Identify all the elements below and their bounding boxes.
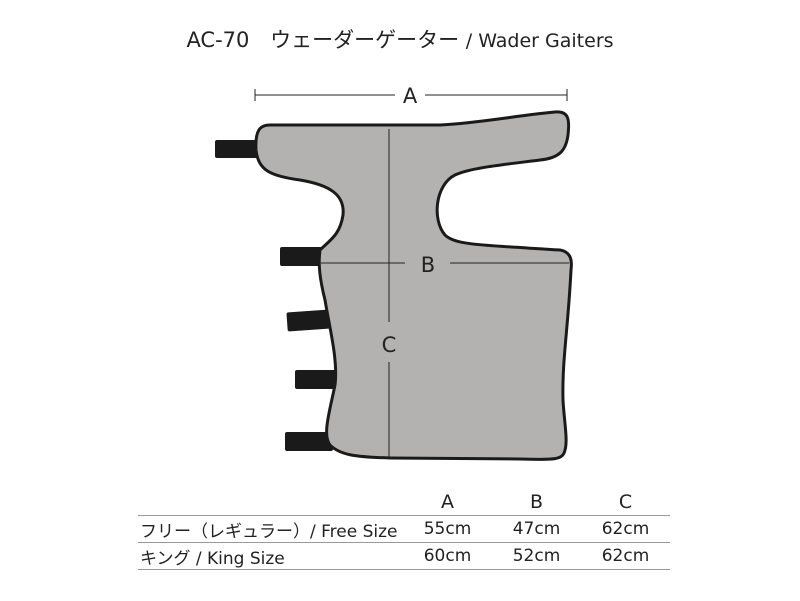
value-a: 60cm (403, 542, 492, 570)
value-b: 52cm (492, 542, 581, 570)
header-a: A (441, 491, 454, 513)
table-header: A B C (138, 489, 670, 516)
page-title: AC-70 ウェーダーゲーター / Wader Gaiters (0, 24, 800, 54)
size-label: フリー（レギュラー）/ Free Size (138, 515, 403, 543)
dimension-lines (254, 89, 569, 457)
straps (215, 140, 340, 451)
header-b: B (529, 491, 544, 513)
table-row: フリー（レギュラー）/ Free Size 55cm 47cm 62cm (138, 515, 670, 543)
model-number: AC-70 (186, 28, 250, 52)
header-blank (138, 489, 403, 516)
dim-b-label: B (421, 253, 435, 277)
value-c: 62cm (581, 515, 670, 543)
dim-c-label: C (382, 333, 397, 357)
product-name-ja: ウェーダーゲーター (270, 28, 460, 52)
value-c: 62cm (581, 542, 670, 570)
gaiter-outline (254, 110, 573, 461)
value-a: 55cm (403, 515, 492, 543)
strap-2 (280, 247, 325, 266)
strap-1 (215, 140, 263, 158)
header-c: C (618, 491, 633, 513)
size-label: キング / King Size (138, 542, 403, 570)
table-row: キング / King Size 60cm 52cm 62cm (138, 542, 670, 570)
strap-3 (286, 309, 333, 332)
size-table: A B C フリー（レギュラー）/ Free Size 55cm 47cm 62… (138, 489, 670, 570)
strap-5 (285, 432, 333, 451)
strap-4 (295, 370, 340, 389)
value-b: 47cm (492, 515, 581, 543)
dim-a-label: A (403, 84, 418, 108)
product-name-en: / Wader Gaiters (465, 30, 614, 52)
